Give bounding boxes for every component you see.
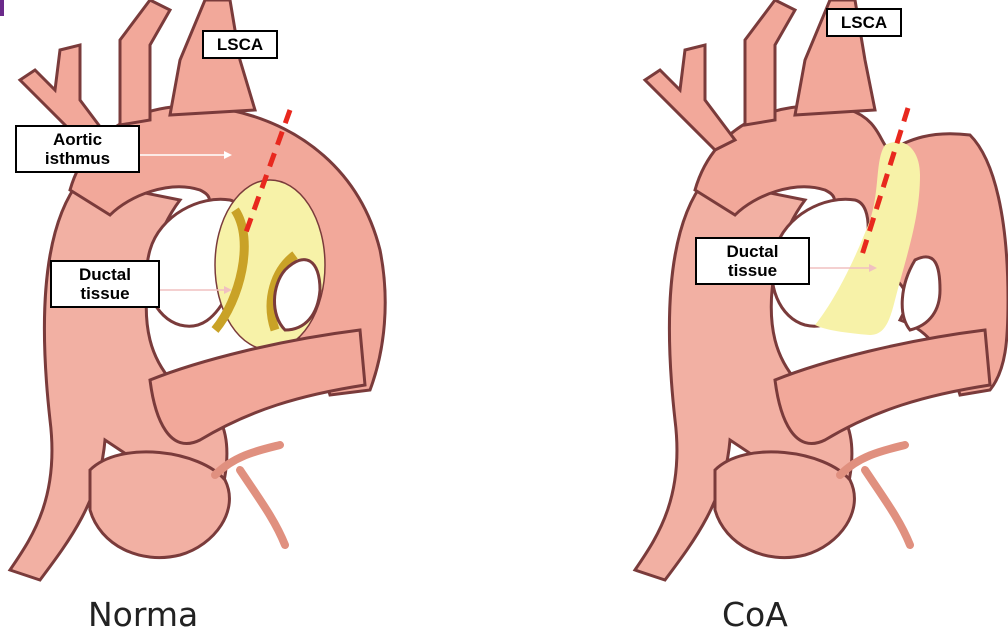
- left-carotid-branch: [120, 0, 170, 125]
- ductal-tissue-label-right: Ductal tissue: [695, 237, 810, 285]
- ductal-tissue-label-left-line1: Ductal: [58, 265, 152, 284]
- aortic-isthmus-label-line1: Aortic: [23, 130, 132, 149]
- lsca-label-right: LSCA: [826, 8, 902, 37]
- ductal-tissue-label-left: Ductal tissue: [50, 260, 160, 308]
- brachiocephalic-branch: [645, 45, 735, 150]
- ductal-tissue-label-right-line2: tissue: [703, 261, 802, 280]
- pulmonary-artery: [150, 330, 365, 444]
- coa-caption: CoA: [722, 595, 788, 635]
- aortic-isthmus-label: Aortic isthmus: [15, 125, 140, 173]
- normal-anatomy-panel: LSCA Aortic isthmus Ductal tissue Norma: [0, 0, 400, 590]
- coa-aorta-illustration: [630, 0, 1008, 590]
- heart-base: [715, 452, 854, 558]
- left-carotid-branch: [745, 0, 795, 125]
- lsca-label-left-text: LSCA: [217, 35, 263, 54]
- lsca-label-left: LSCA: [202, 30, 278, 59]
- heart-base: [90, 452, 229, 558]
- lsca-label-right-text: LSCA: [841, 13, 887, 32]
- coa-anatomy-panel: LSCA Ductal tissue CoA: [630, 0, 1008, 590]
- ductal-tissue-label-left-line2: tissue: [58, 284, 152, 303]
- ductal-tissue-label-right-line1: Ductal: [703, 242, 802, 261]
- aortic-isthmus-label-line2: isthmus: [23, 149, 132, 168]
- pulmonary-artery: [775, 330, 990, 444]
- normal-caption: Norma: [88, 595, 198, 635]
